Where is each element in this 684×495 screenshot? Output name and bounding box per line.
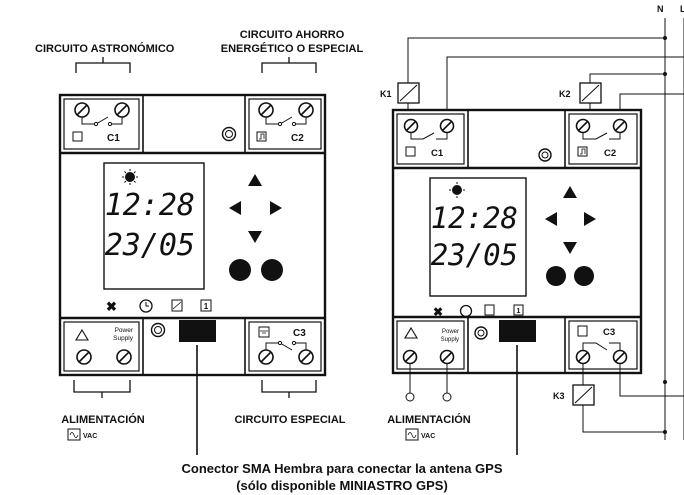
right-c2-label: C2 [604,148,616,159]
tools-icon: ✖ [106,299,117,314]
k3-label: K3 [553,391,565,401]
left-lcd-screen [103,162,205,290]
sun-icon [125,172,135,182]
right-power-label: Power [442,329,459,335]
gps-status-led [150,322,166,338]
program-one-icon [200,299,212,312]
saving-bracket [261,57,317,73]
k2-label: K2 [559,89,571,99]
chart-icon [171,299,183,312]
ac-wave-icon [67,428,81,441]
right-sma-connector [499,320,536,342]
special-circuit-label: CIRCUITO ESPECIAL [234,414,345,426]
saving-circuit-label-line2: ENERGÉTICO O ESPECIAL [221,42,364,55]
gps-caption-line2: (sólo disponible MINIASTRO GPS) [236,478,448,493]
c2-label: C2 [291,133,304,144]
left-arrow-button [229,201,241,215]
gps-caption-line1: Conector SMA Hembra para conectar la ant… [181,461,502,476]
c3-terminal-screws [258,340,314,365]
c3-label: C3 [293,328,306,339]
lcd-date: 23/05 [105,228,195,263]
right-c2-terminal-screws [575,118,628,140]
down-arrow-button [248,231,262,243]
power-supply-label: ALIMENTACIÓN [61,413,145,426]
right-vac-label: VAC [421,433,435,440]
line-label: L [680,4,684,14]
right-supply-label: Supply [441,337,459,343]
k1-label: K1 [380,89,392,99]
astro-bracket [75,57,131,73]
calendar-icon [258,326,270,338]
saving-circuit-label-line1: CIRCUITO AHORRO [240,29,345,41]
clock-icon [139,299,153,313]
warning-icon [75,328,89,341]
vac-label: VAC [83,433,97,440]
power-bracket [73,380,131,398]
left-reset-button [221,126,237,142]
special-bracket [261,380,317,398]
neutral-label: N [657,4,664,14]
power-terminal-screws [76,349,132,365]
right-c1-terminal-screws [403,118,455,140]
right-lcd-time: 12:28 [431,201,518,235]
right-c3-label: C3 [603,327,615,338]
right-arrow-button [270,201,282,215]
supply-label: Supply [113,335,134,342]
up-arrow-button [248,174,262,186]
right-lcd-screen [429,177,527,297]
right-c1-label: C1 [431,148,444,159]
right-round-button [261,259,283,281]
svg-text:✖: ✖ [433,305,443,319]
pulse-icon [256,131,267,142]
lcd-time: 12:28 [105,188,195,223]
moon-icon [72,131,83,142]
program-one-label: 1 [204,302,209,311]
right-program-one-label: 1 [517,308,521,315]
c2-terminal-screws [258,102,314,127]
c1-terminal-screws [74,102,130,127]
right-lcd-date: 23/05 [431,238,518,272]
left-round-button [229,259,251,281]
c1-label: C1 [107,133,120,144]
astro-circuit-label: CIRCUITO ASTRONÓMICO [35,42,175,55]
sma-connector [179,320,216,342]
power-label: Power [115,327,134,334]
right-power-supply-label: ALIMENTACIÓN [387,413,471,426]
